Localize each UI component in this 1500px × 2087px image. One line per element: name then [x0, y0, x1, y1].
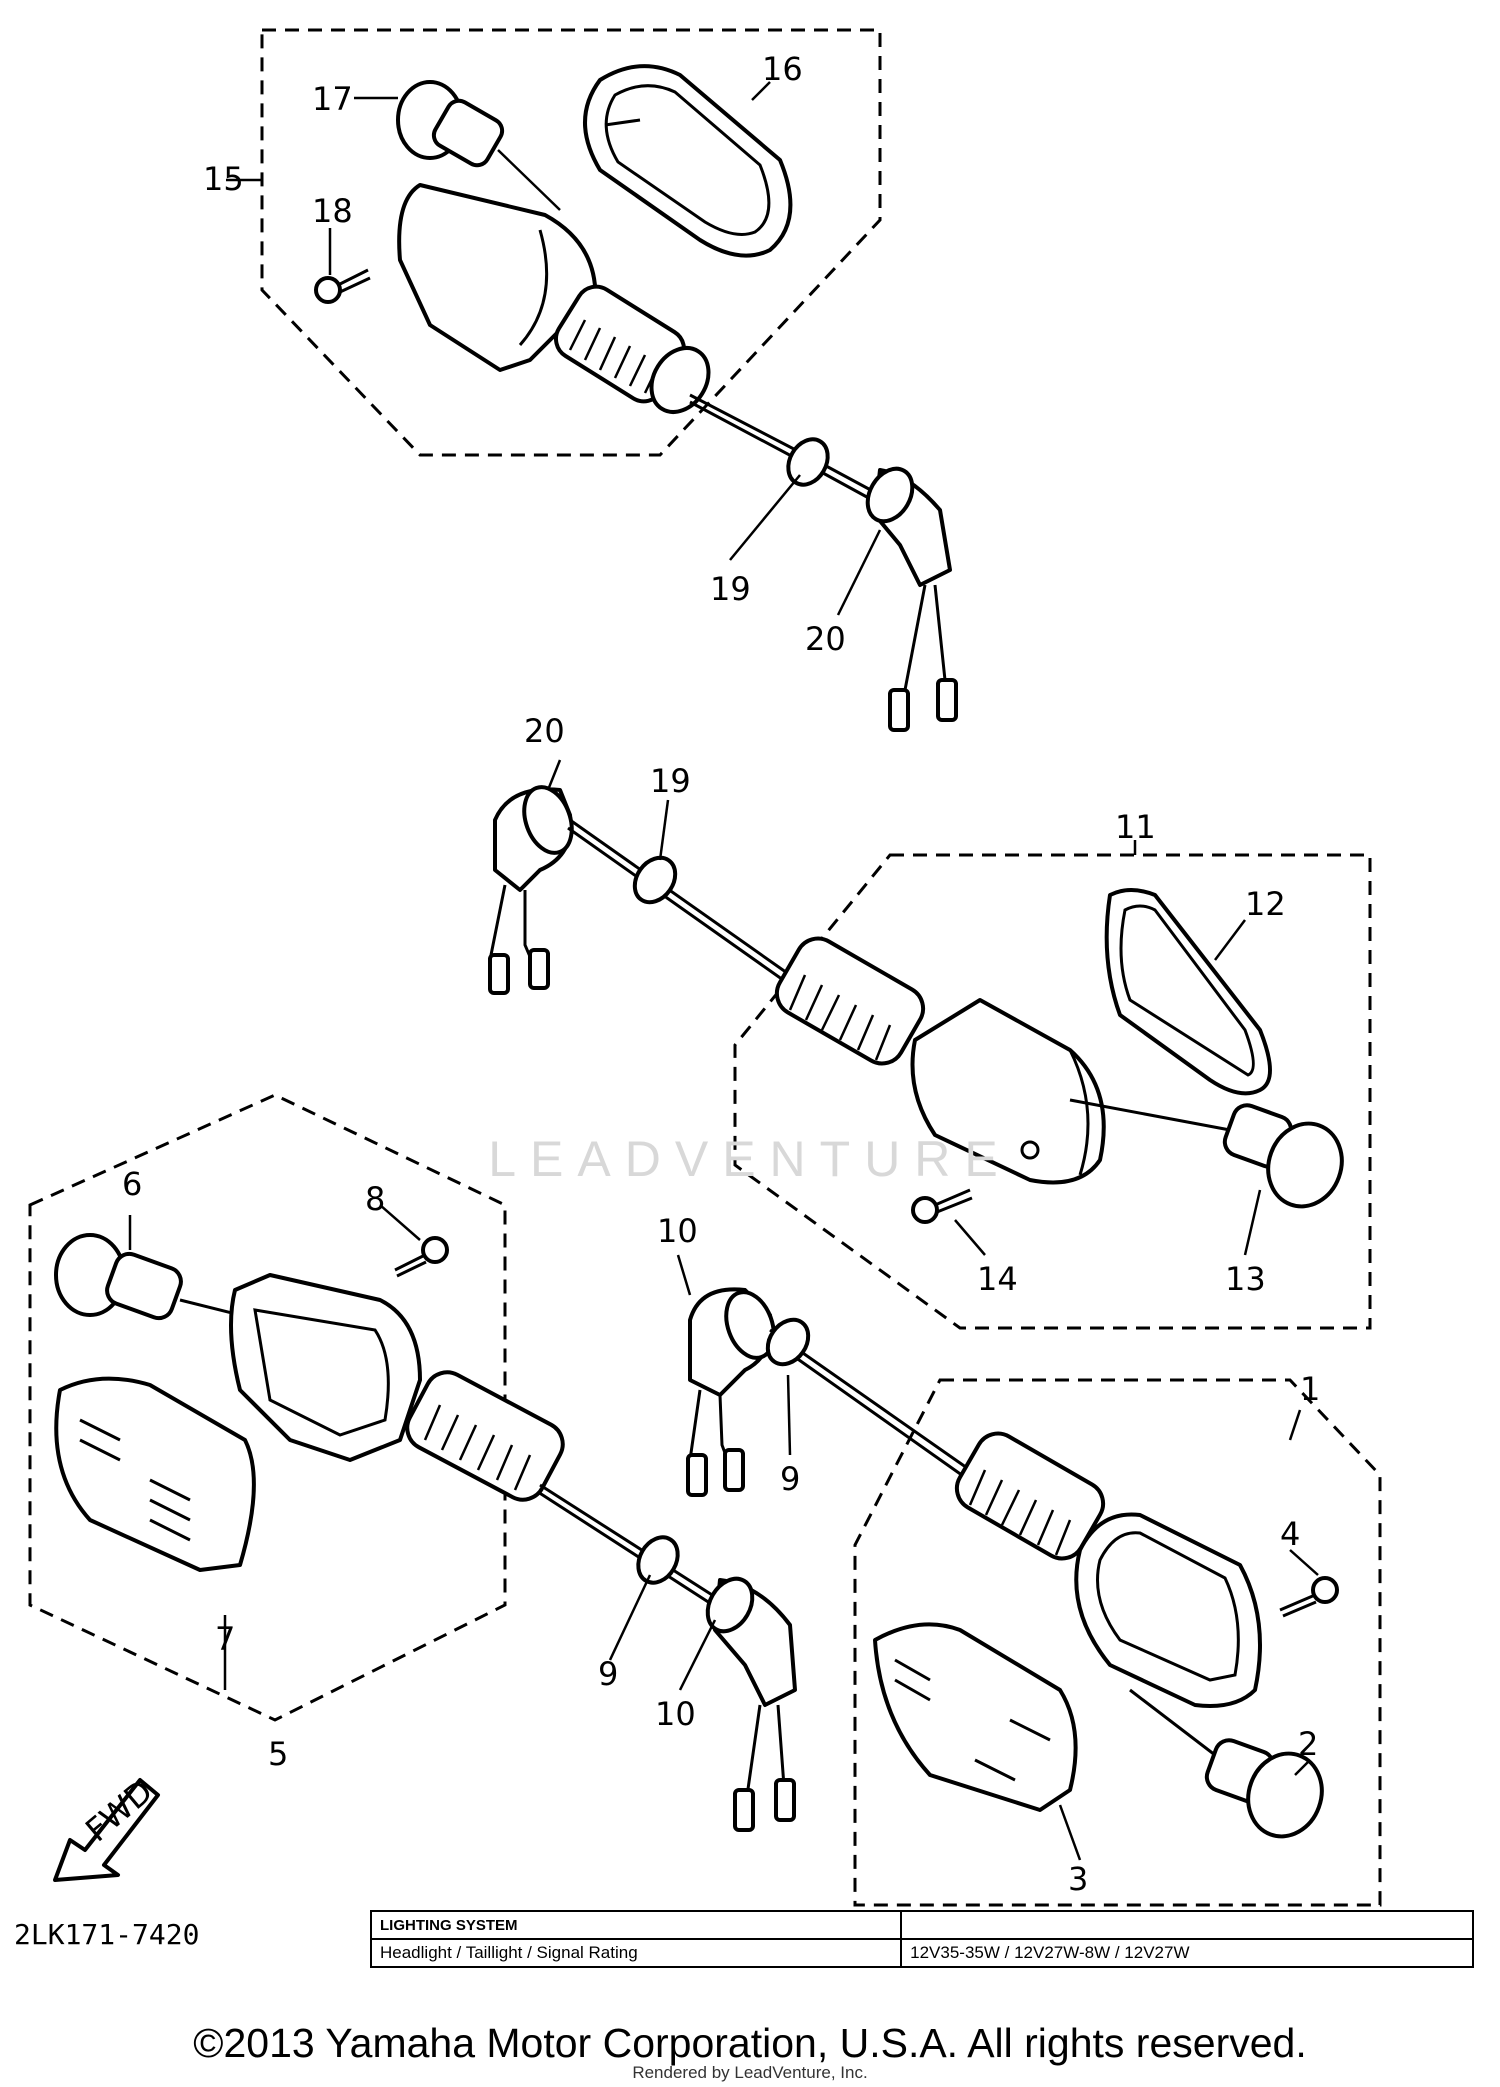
assembly-11-flasher — [488, 759, 1372, 1330]
housing-15 — [397, 183, 711, 414]
connector-20a — [865, 466, 958, 732]
callout-10a: 10 — [657, 1212, 698, 1250]
callout-2: 2 — [1298, 1725, 1318, 1763]
callout-13: 13 — [1225, 1260, 1266, 1298]
callout-14: 14 — [977, 1260, 1018, 1298]
cable-11 — [569, 818, 791, 977]
assembly-11-boundary — [733, 853, 1372, 1330]
lens-16 — [583, 64, 793, 258]
copyright-notice: ©2013 Yamaha Motor Corporation, U.S.A. A… — [193, 2020, 1307, 2066]
assembly-15-boundary — [260, 28, 882, 457]
callout-3: 3 — [1068, 1860, 1088, 1898]
connector-10a — [705, 1576, 797, 1832]
grommet-9b — [765, 1317, 811, 1367]
callout-9b: 9 — [780, 1460, 800, 1498]
callout-labels: 17 16 15 18 19 20 20 19 11 12 14 13 6 8 … — [122, 50, 1320, 1898]
cable-15 — [689, 393, 881, 497]
spec-table-header: LIGHTING SYSTEM — [369, 1910, 903, 1940]
callout-20a: 20 — [805, 620, 846, 658]
housing-5 — [229, 1273, 565, 1502]
lighting-spec-table: LIGHTING SYSTEM Headlight / Taillight / … — [369, 1910, 1474, 1968]
spec-table-header-empty — [900, 1910, 1474, 1940]
callout-4: 4 — [1280, 1515, 1300, 1553]
callout-17: 17 — [312, 80, 353, 118]
callout-8: 8 — [365, 1180, 385, 1218]
callout-12: 12 — [1245, 885, 1286, 923]
lens-3 — [873, 1622, 1078, 1812]
grommet-19a — [786, 437, 830, 487]
callout-6: 6 — [122, 1165, 142, 1203]
bulb-13 — [1069, 1098, 1344, 1209]
assembly-15-flasher — [226, 28, 958, 732]
bulb-6 — [54, 1233, 261, 1322]
screw-4 — [1279, 1576, 1339, 1618]
callout-15: 15 — [203, 160, 244, 198]
assembly-5-boundary — [28, 1093, 507, 1722]
callout-11: 11 — [1115, 808, 1156, 846]
connector-20b — [488, 785, 574, 995]
callout-9a: 9 — [598, 1655, 618, 1693]
callout-19a: 19 — [710, 570, 751, 608]
callout-19b: 19 — [650, 762, 691, 800]
callout-18: 18 — [312, 192, 353, 230]
rendered-by-notice: Rendered by LeadVenture, Inc. — [632, 2063, 868, 2082]
cable-5 — [539, 1483, 721, 1602]
drawing-number: 2LK171-7420 — [14, 1918, 200, 1951]
callout-20b: 20 — [524, 712, 565, 750]
spec-table-header-row: LIGHTING SYSTEM — [369, 1910, 1474, 1940]
grommet-19b — [632, 855, 678, 905]
bulb-17 — [396, 80, 505, 168]
assembly-5-flasher — [28, 1093, 797, 1832]
callout-16: 16 — [762, 50, 803, 88]
bulb-2 — [1129, 1688, 1324, 1839]
assembly-1-boundary — [853, 1378, 1382, 1907]
callout-7: 7 — [215, 1620, 235, 1658]
screw-18 — [314, 268, 371, 304]
callout-10b: 10 — [655, 1695, 696, 1733]
screw-8 — [394, 1236, 449, 1278]
spec-table-row: Headlight / Taillight / Signal Rating 12… — [369, 1938, 1474, 1968]
forward-arrow-icon: FWD — [53, 1772, 160, 1882]
spec-row-label: Headlight / Taillight / Signal Rating — [369, 1938, 903, 1968]
watermark: LEADVENTURE — [488, 1131, 1012, 1187]
housing-1 — [954, 1431, 1262, 1708]
connector-10b — [686, 1287, 776, 1497]
callout-5: 5 — [268, 1735, 288, 1773]
housing-11 — [774, 936, 1106, 1185]
assembly-1-flasher — [676, 1254, 1382, 1907]
spec-row-value: 12V35-35W / 12V27W-8W / 12V27W — [900, 1938, 1474, 1968]
lens-12 — [1104, 888, 1272, 1096]
lens-7 — [54, 1376, 256, 1572]
callout-1: 1 — [1300, 1370, 1320, 1408]
screw-14 — [911, 1188, 973, 1224]
